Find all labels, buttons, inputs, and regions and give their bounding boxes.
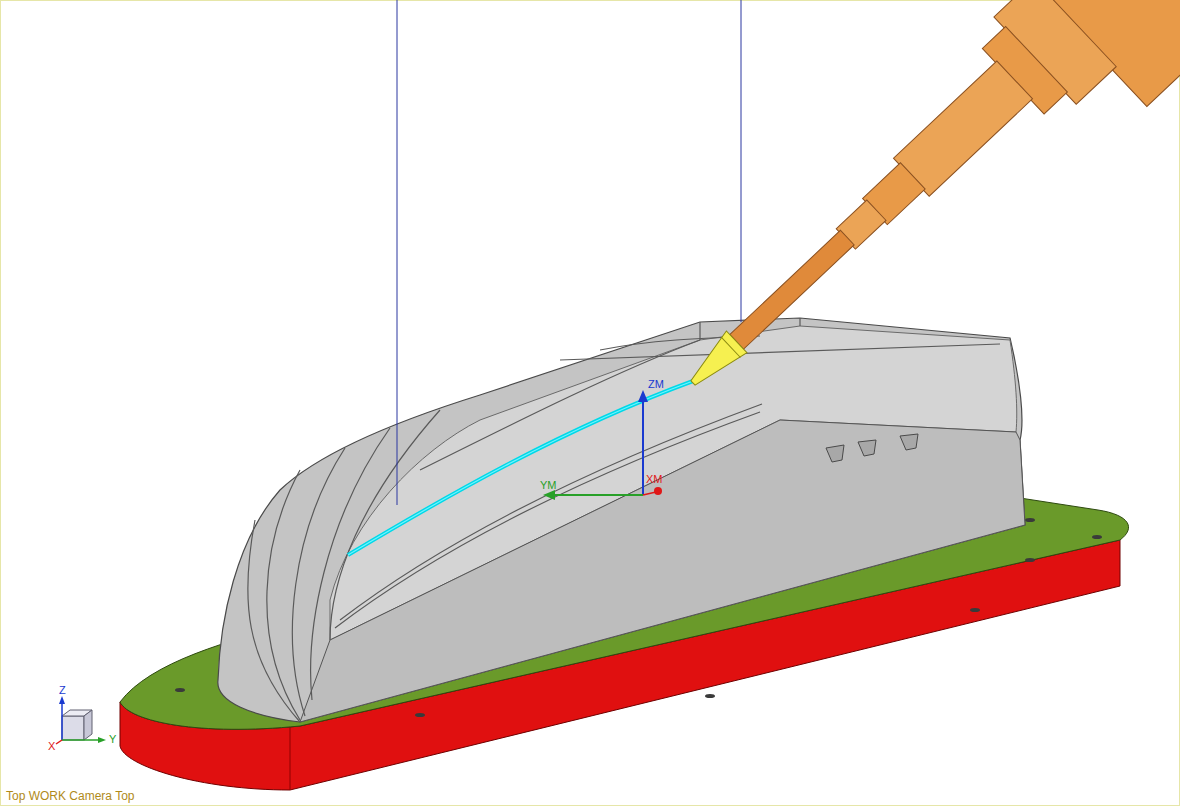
wcs-triad xyxy=(543,390,662,500)
bow-ribs xyxy=(248,410,440,722)
hull-grooves xyxy=(335,318,1000,628)
tool-path-highlight xyxy=(348,381,693,555)
axis-label: X xyxy=(48,740,55,752)
approach-line xyxy=(397,0,398,505)
axis-label: ZM xyxy=(648,378,664,390)
axis-label: Z xyxy=(59,684,66,696)
cutting-tool xyxy=(618,0,1180,463)
axis-label: Y xyxy=(109,733,116,745)
hull-mold xyxy=(218,318,1025,722)
retract-line xyxy=(741,0,742,322)
axis-label: YM xyxy=(540,479,557,491)
axis-label: XM xyxy=(646,473,663,485)
view-status: Top WORK Camera Top xyxy=(6,789,135,803)
tool-path xyxy=(348,381,693,555)
hull-side xyxy=(300,420,1025,722)
view-triad xyxy=(56,696,106,744)
hull-notches xyxy=(826,434,918,462)
slab-edge xyxy=(290,726,291,790)
